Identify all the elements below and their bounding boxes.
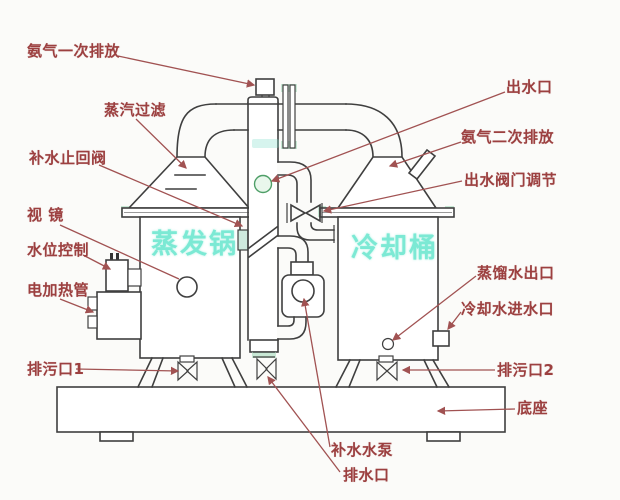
leader-ammonia-primary <box>117 55 256 88</box>
evaporator-vessel <box>87 156 257 389</box>
column-drain-valve <box>256 357 277 381</box>
label-base: 底座 <box>517 399 549 417</box>
pump-top-fitting <box>290 261 314 276</box>
base-foot-left <box>99 431 134 442</box>
cooler-body <box>337 216 439 361</box>
label-drain-2: 排污口2 <box>497 361 555 379</box>
cooler-drain-fitting <box>378 355 394 363</box>
base-foot-right <box>426 431 461 442</box>
vessel-name-cooler: 冷却桶 <box>351 233 438 264</box>
leader-drain-1 <box>75 366 180 376</box>
cooling-water-inlet-port <box>432 330 450 347</box>
steam-filter-plates <box>165 174 206 190</box>
sight-glass-port <box>176 276 198 298</box>
label-makeup-pump: 补水水泵 <box>331 441 394 459</box>
cooler-drain-valve <box>376 360 398 382</box>
label-water-outlet: 出水口 <box>506 78 553 96</box>
cooler-feed-inner <box>310 222 335 231</box>
cooler-legs <box>334 358 451 389</box>
outlet-pipe-inner <box>277 174 298 203</box>
ammonia-secondary-nozzle <box>407 148 437 181</box>
evaporator-drain-valve <box>177 360 198 382</box>
label-electric-heater: 电加热管 <box>27 281 90 299</box>
column-bottom-cap <box>249 339 279 353</box>
water-outlet-port <box>253 174 273 194</box>
label-steam-filter: 蒸汽过滤 <box>104 101 167 119</box>
label-water-level-control: 水位控制 <box>27 241 90 259</box>
label-makeup-check-valve: 补水止回阀 <box>29 149 107 167</box>
cooler-vessel <box>318 148 455 389</box>
pump-return-inner <box>277 316 295 327</box>
outlet-valve-assembly <box>277 161 335 243</box>
watermark-smudge <box>252 139 279 148</box>
leader-distilled-water-outlet <box>391 275 477 341</box>
steam-pipe-left-elbow <box>176 103 217 158</box>
leader-ammonia-secondary <box>388 141 462 168</box>
pump-return-outer <box>277 316 307 340</box>
leader-base <box>436 406 516 416</box>
pump-feed-inner <box>277 247 297 263</box>
evaporator-legs <box>136 356 249 389</box>
center-column <box>247 78 279 381</box>
pump-impeller <box>291 279 315 303</box>
label-outlet-valve-adjust: 出水阀门调节 <box>464 171 558 189</box>
leader-makeup-pump <box>301 297 331 448</box>
pipe-flange <box>281 84 297 149</box>
evaporator-drain-fitting <box>179 355 195 363</box>
leader-drain-outlet <box>267 375 341 473</box>
cooler-feed-outer <box>296 222 335 241</box>
column-sides <box>247 102 279 341</box>
makeup-pump-assembly <box>277 235 325 340</box>
label-sight-glass: 视 镜 <box>27 206 64 224</box>
electric-heater-unit <box>87 291 142 340</box>
water-level-control-unit <box>105 253 142 292</box>
vessel-column-stub <box>237 229 249 251</box>
outlet-pipe-outer <box>277 161 312 203</box>
leader-lines <box>59 55 516 473</box>
distilled-water-port <box>381 337 395 351</box>
steam-pipe-left-elbow-inner <box>204 129 235 158</box>
label-ammonia-primary: 氨气一次排放 <box>27 42 121 60</box>
outlet-adjust-valve <box>290 203 321 223</box>
pump-feed-outer <box>277 235 309 263</box>
label-cooling-water-inlet: 冷却水进水口 <box>461 300 555 318</box>
steam-pipe <box>176 103 403 158</box>
column-top-cap <box>247 96 279 105</box>
label-distilled-water-outlet: 蒸馏水出口 <box>477 264 555 282</box>
leader-makeup-check-valve <box>98 164 244 228</box>
leader-sight-glass <box>59 224 180 280</box>
vessel-name-evaporator: 蒸发锅 <box>151 229 238 260</box>
leader-water-outlet <box>270 91 506 183</box>
label-ammonia-secondary: 氨气二次排放 <box>461 128 555 146</box>
steam-pipe-right-elbow <box>345 103 403 158</box>
makeup-check-valve-symbol <box>247 225 279 259</box>
steam-pipe-right-elbow-inner <box>345 129 374 158</box>
label-drain-outlet: 排水口 <box>343 466 390 484</box>
ammonia-primary-valve-box <box>255 78 275 96</box>
evaporator-funnel <box>127 156 251 209</box>
leader-outlet-valve-adjust <box>322 180 463 214</box>
leader-electric-heater <box>59 298 95 314</box>
leader-cooling-water-inlet <box>447 311 462 331</box>
leader-water-level-control <box>82 254 112 270</box>
leader-steam-filter <box>135 118 187 169</box>
outlet-valve-flanges <box>286 203 323 223</box>
label-drain-1: 排污口1 <box>27 360 85 378</box>
